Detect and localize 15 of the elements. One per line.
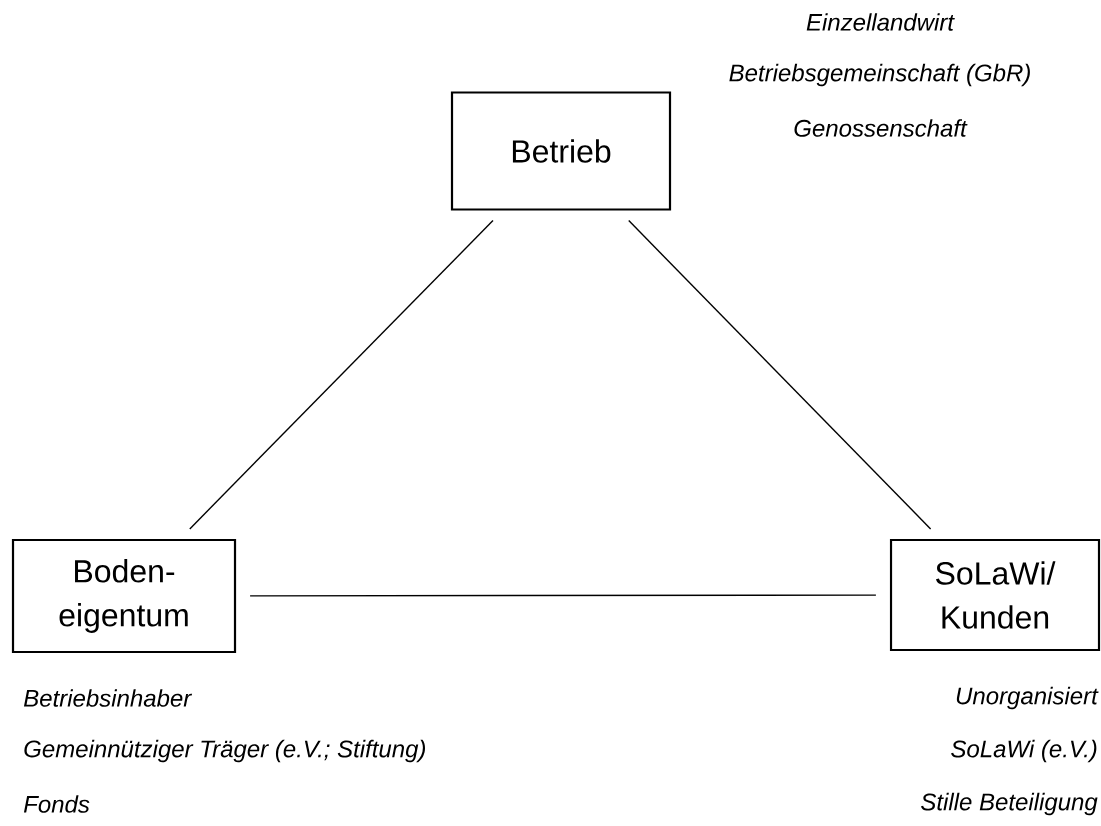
connector-line: [249, 594, 877, 597]
example-text: Gemeinnütziger Träger (e.V.; Stiftung): [24, 739, 425, 763]
entity-box: Boden- eigentum: [11, 538, 237, 654]
entity-box: Betrieb: [450, 91, 672, 211]
example-text: Betriebsgemeinschaft (GbR): [729, 63, 1030, 87]
example-text: Unorganisiert: [956, 686, 1099, 710]
connector-line: [628, 219, 932, 530]
example-text: Fonds: [23, 795, 90, 813]
example-text: Stille Beteiligung: [921, 792, 1098, 816]
example-text: Genossenschaft: [794, 119, 968, 137]
example-text: SoLaWi (e.V.): [951, 739, 1097, 763]
example-text: Einzellandwirt: [806, 13, 955, 31]
connector-line: [189, 219, 494, 530]
example-text: Betriebsinhaber: [23, 689, 193, 707]
entity-box: SoLaWi/ Kunden: [889, 538, 1101, 652]
